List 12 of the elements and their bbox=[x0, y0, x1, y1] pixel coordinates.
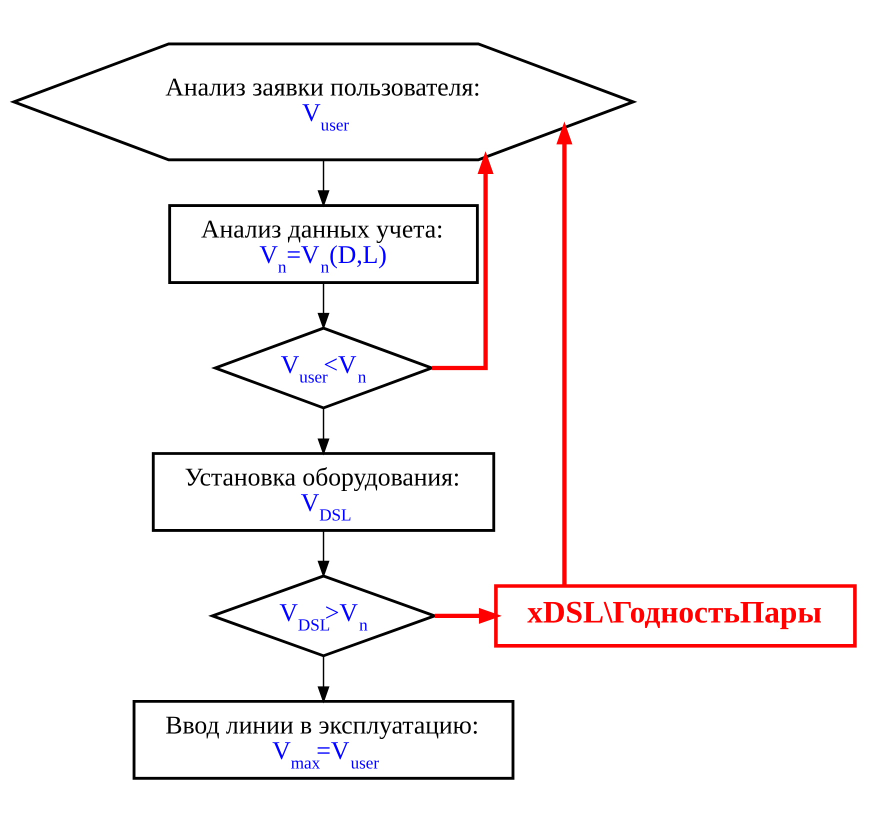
arrow bbox=[318, 282, 330, 330]
node-box: Анализ данных учета: V$_{n}$=V$_{n}$(D,L) bbox=[168, 204, 479, 284]
node-box: Установка оборудования: V$_{DSL}$ bbox=[152, 452, 496, 532]
arrow bbox=[318, 530, 330, 578]
arrow bbox=[318, 160, 330, 208]
arrow bbox=[318, 408, 330, 456]
arrow bbox=[556, 122, 572, 586]
node-box: xDSL\ГодностьПары bbox=[494, 584, 857, 648]
node-box: Ввод линии в эксплуатацию: V$_{max}$=V$_{user}$ bbox=[132, 700, 514, 780]
arrow bbox=[318, 656, 330, 704]
arrow bbox=[434, 608, 502, 624]
arrow bbox=[432, 151, 494, 370]
